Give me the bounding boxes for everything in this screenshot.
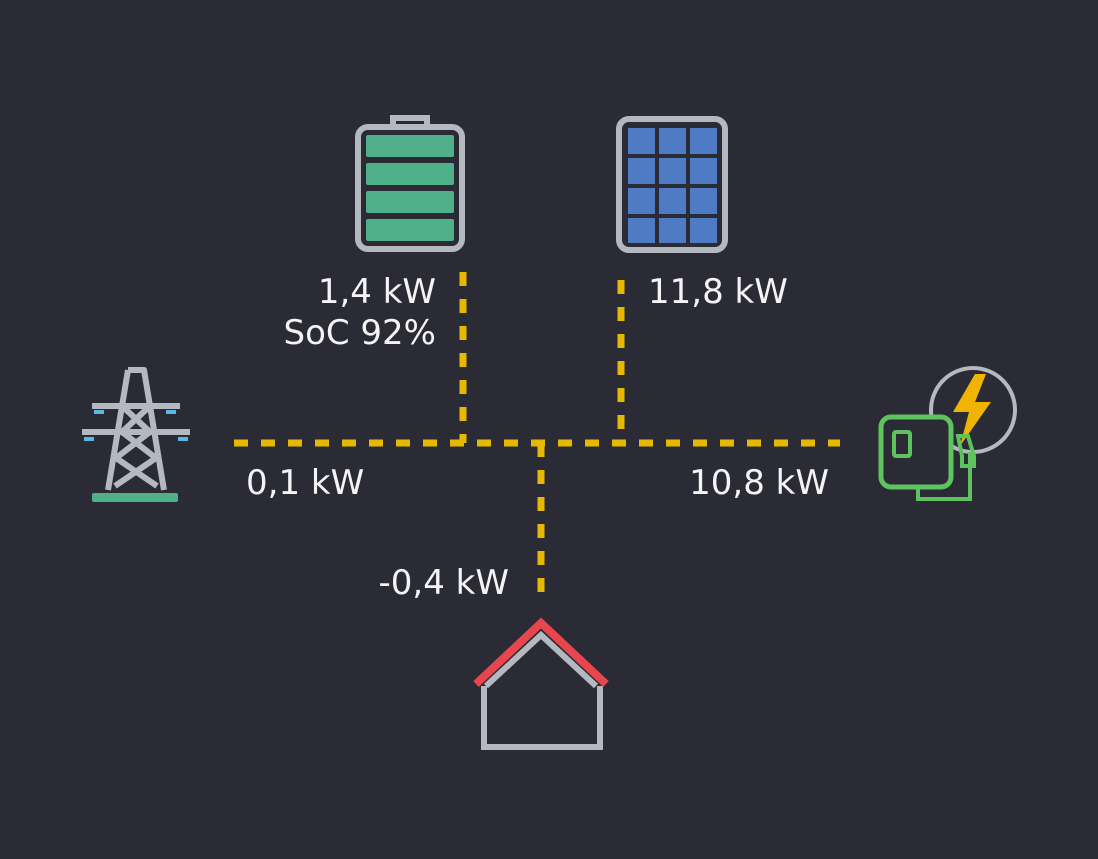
flow-lines — [234, 272, 840, 602]
grid-power-label: 0,1 kW — [246, 463, 365, 503]
battery-soc-label: SoC 92% — [283, 313, 436, 353]
house-power-label: -0,4 kW — [378, 563, 509, 603]
solar-panel-icon — [616, 116, 728, 253]
house-icon — [473, 617, 609, 750]
solar-power-label: 11,8 kW — [648, 272, 788, 312]
ev-charger-icon — [878, 366, 1017, 501]
battery-power-label: 1,4 kW — [317, 272, 436, 312]
power-tower-icon — [82, 367, 190, 502]
charger-power-label: 10,8 kW — [689, 463, 829, 503]
battery-icon — [355, 115, 465, 252]
